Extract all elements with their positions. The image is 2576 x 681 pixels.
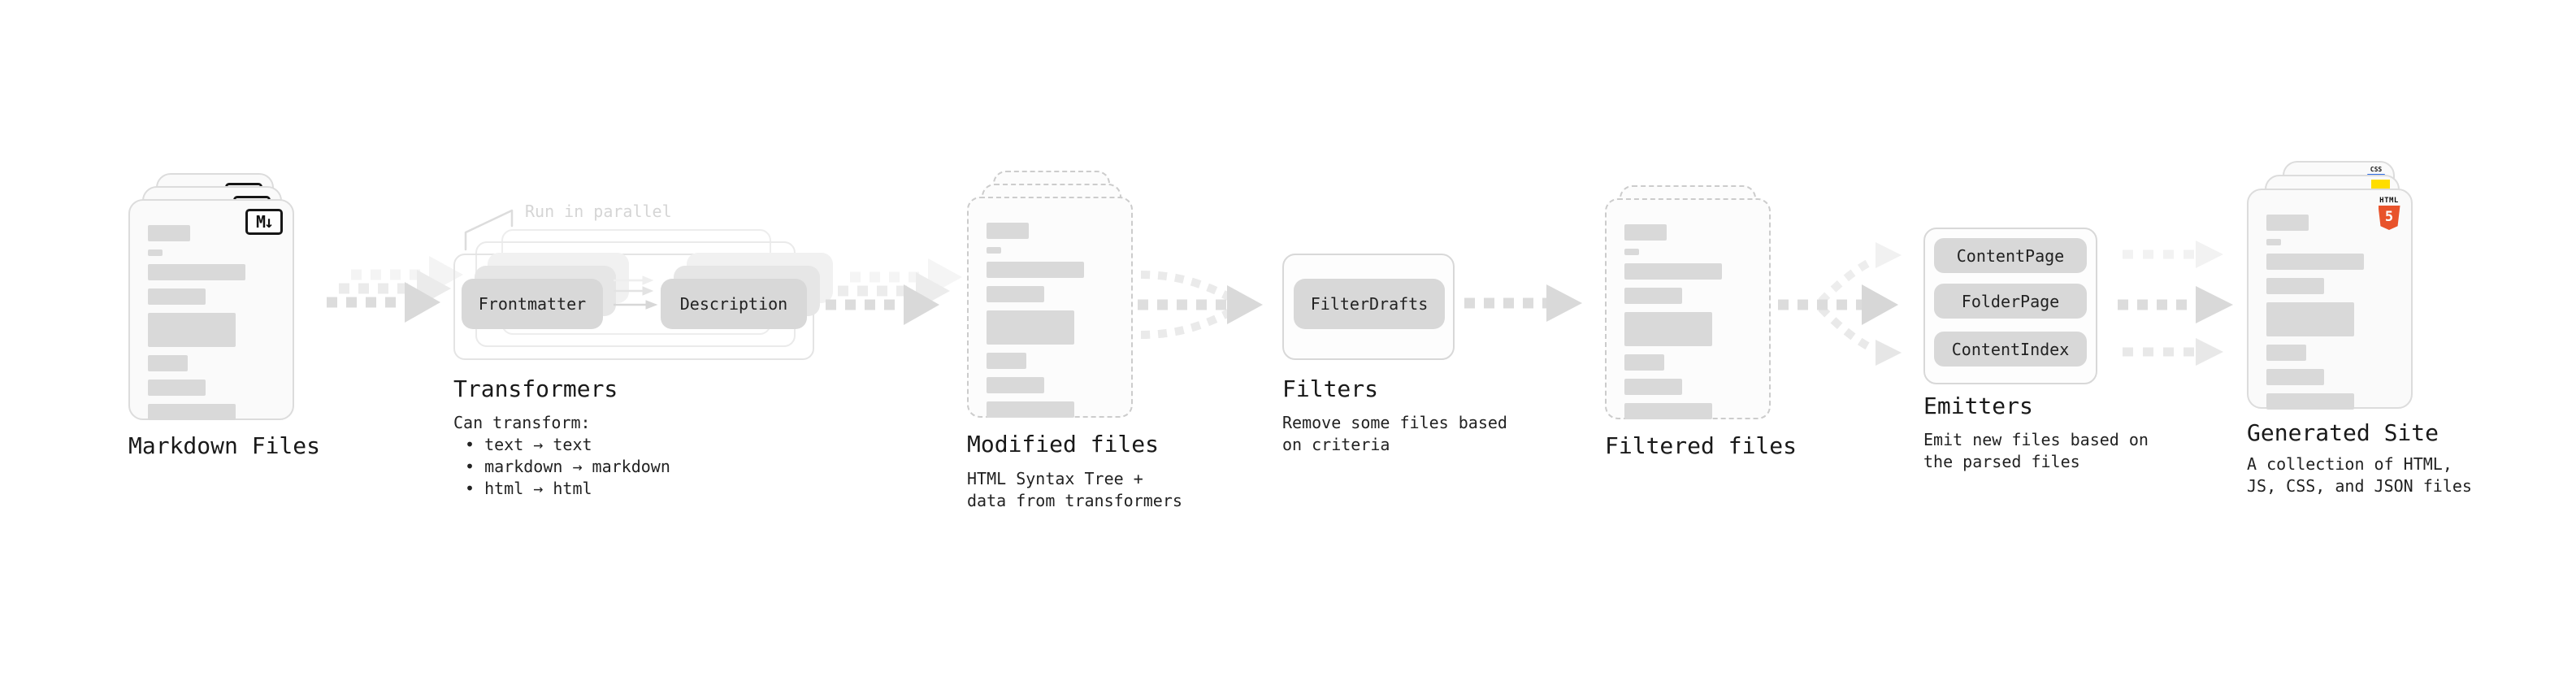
- document-skeleton: [2249, 190, 2411, 410]
- skeleton-text-bar: [987, 310, 1074, 345]
- filters-desc: on criteria: [1282, 435, 1390, 454]
- skeleton-text-bar: [1624, 249, 1640, 255]
- markdown-file-card-front: M↓: [128, 199, 294, 420]
- skeleton-text-bar: [148, 249, 163, 256]
- modified-files-title: Modified files: [967, 431, 1160, 458]
- skeleton-text-bar: [2266, 239, 2282, 245]
- modified-files-desc: data from transformers: [967, 491, 1182, 510]
- skeleton-text-bar: [1624, 224, 1667, 241]
- skeleton-text-bar: [148, 313, 236, 347]
- emitter-content-index-pill: ContentIndex: [1934, 332, 2087, 367]
- skeleton-text-bar: [2266, 302, 2354, 336]
- arrow-markdown-to-transformers: [327, 256, 463, 323]
- skeleton-text-bar: [2266, 254, 2365, 270]
- skeleton-text-bar: [987, 353, 1027, 369]
- skeleton-text-bar: [987, 401, 1074, 418]
- markdown-files-title: Markdown Files: [128, 432, 321, 459]
- skeleton-text-bar: [1624, 288, 1682, 304]
- skeleton-text-bar: [2266, 369, 2324, 385]
- skeleton-text-bar: [987, 377, 1044, 393]
- arrow-filtered-to-emitters-diverge: [1778, 242, 1902, 366]
- transformers-bullet: • text → text: [465, 435, 592, 454]
- transformers-title: Transformers: [453, 375, 618, 402]
- document-skeleton: [969, 198, 1131, 418]
- generated-site-title: Generated Site: [2247, 419, 2439, 446]
- skeleton-text-bar: [987, 286, 1044, 302]
- arrow-modified-to-filters-converge: [1138, 271, 1263, 339]
- transformer-description-pill: Description: [661, 279, 807, 329]
- emitters-desc: Emit new files based on: [1923, 430, 2149, 449]
- skeleton-text-bar: [1624, 354, 1665, 371]
- skeleton-text-bar: [987, 262, 1085, 278]
- filters-desc: Remove some files based: [1282, 413, 1507, 432]
- skeleton-text-bar: [148, 288, 206, 305]
- emitter-folder-page-pill: FolderPage: [1934, 284, 2087, 319]
- skeleton-text-bar: [148, 380, 206, 396]
- skeleton-text-bar: [1624, 379, 1682, 395]
- emitter-content-page-pill: ContentPage: [1934, 238, 2087, 273]
- generated-site-desc: JS, CSS, and JSON files: [2247, 476, 2472, 496]
- skeleton-text-bar: [987, 247, 1002, 254]
- modified-files-desc: HTML Syntax Tree +: [967, 469, 1143, 488]
- arrow-emitter-middle: [2118, 286, 2233, 323]
- skeleton-text-bar: [148, 225, 191, 241]
- filtered-file-card-front: [1605, 198, 1771, 419]
- skeleton-text-bar: [2266, 393, 2354, 410]
- skeleton-text-bar: [987, 223, 1030, 239]
- generated-html-file-card: HTML 5: [2247, 189, 2413, 410]
- transformer-inner-arrows: [614, 275, 658, 310]
- skeleton-text-bar: [1624, 263, 1723, 280]
- filters-title: Filters: [1282, 375, 1379, 402]
- skeleton-text-bar: [1624, 403, 1712, 419]
- filter-drafts-pill: FilterDrafts: [1294, 279, 1445, 329]
- transformers-desc-heading: Can transform:: [453, 413, 591, 432]
- run-in-parallel-annotation: Run in parallel: [525, 202, 672, 221]
- skeleton-text-bar: [148, 404, 236, 420]
- skeleton-text-bar: [148, 355, 189, 371]
- skeleton-text-bar: [1624, 312, 1712, 346]
- arrow-emitter-top: [2123, 241, 2223, 268]
- modified-file-card-front: [967, 197, 1133, 418]
- markdown-icon: M↓: [245, 209, 283, 235]
- skeleton-text-bar: [2266, 215, 2309, 231]
- transformer-frontmatter-pill: Frontmatter: [462, 279, 603, 329]
- arrow-emitter-bottom: [2123, 338, 2223, 366]
- arrow-transformers-to-modified: [826, 258, 962, 325]
- document-skeleton: [1607, 200, 1769, 419]
- skeleton-text-bar: [148, 264, 246, 280]
- transformers-bullet: • markdown → markdown: [465, 457, 670, 476]
- generated-site-desc: A collection of HTML,: [2247, 454, 2452, 474]
- js-icon: [2371, 180, 2390, 189]
- emitters-title: Emitters: [1923, 393, 2033, 419]
- emitters-desc: the parsed files: [1923, 452, 2080, 471]
- arrow-filters-to-filtered: [1464, 284, 1582, 322]
- run-in-parallel-leader-line: [464, 209, 514, 251]
- filtered-files-title: Filtered files: [1605, 432, 1798, 459]
- skeleton-text-bar: [2266, 345, 2307, 361]
- skeleton-text-bar: [2266, 278, 2324, 294]
- html5-icon: HTML 5: [2377, 197, 2401, 230]
- document-skeleton: [130, 201, 293, 420]
- transformers-bullet: • html → html: [465, 479, 592, 498]
